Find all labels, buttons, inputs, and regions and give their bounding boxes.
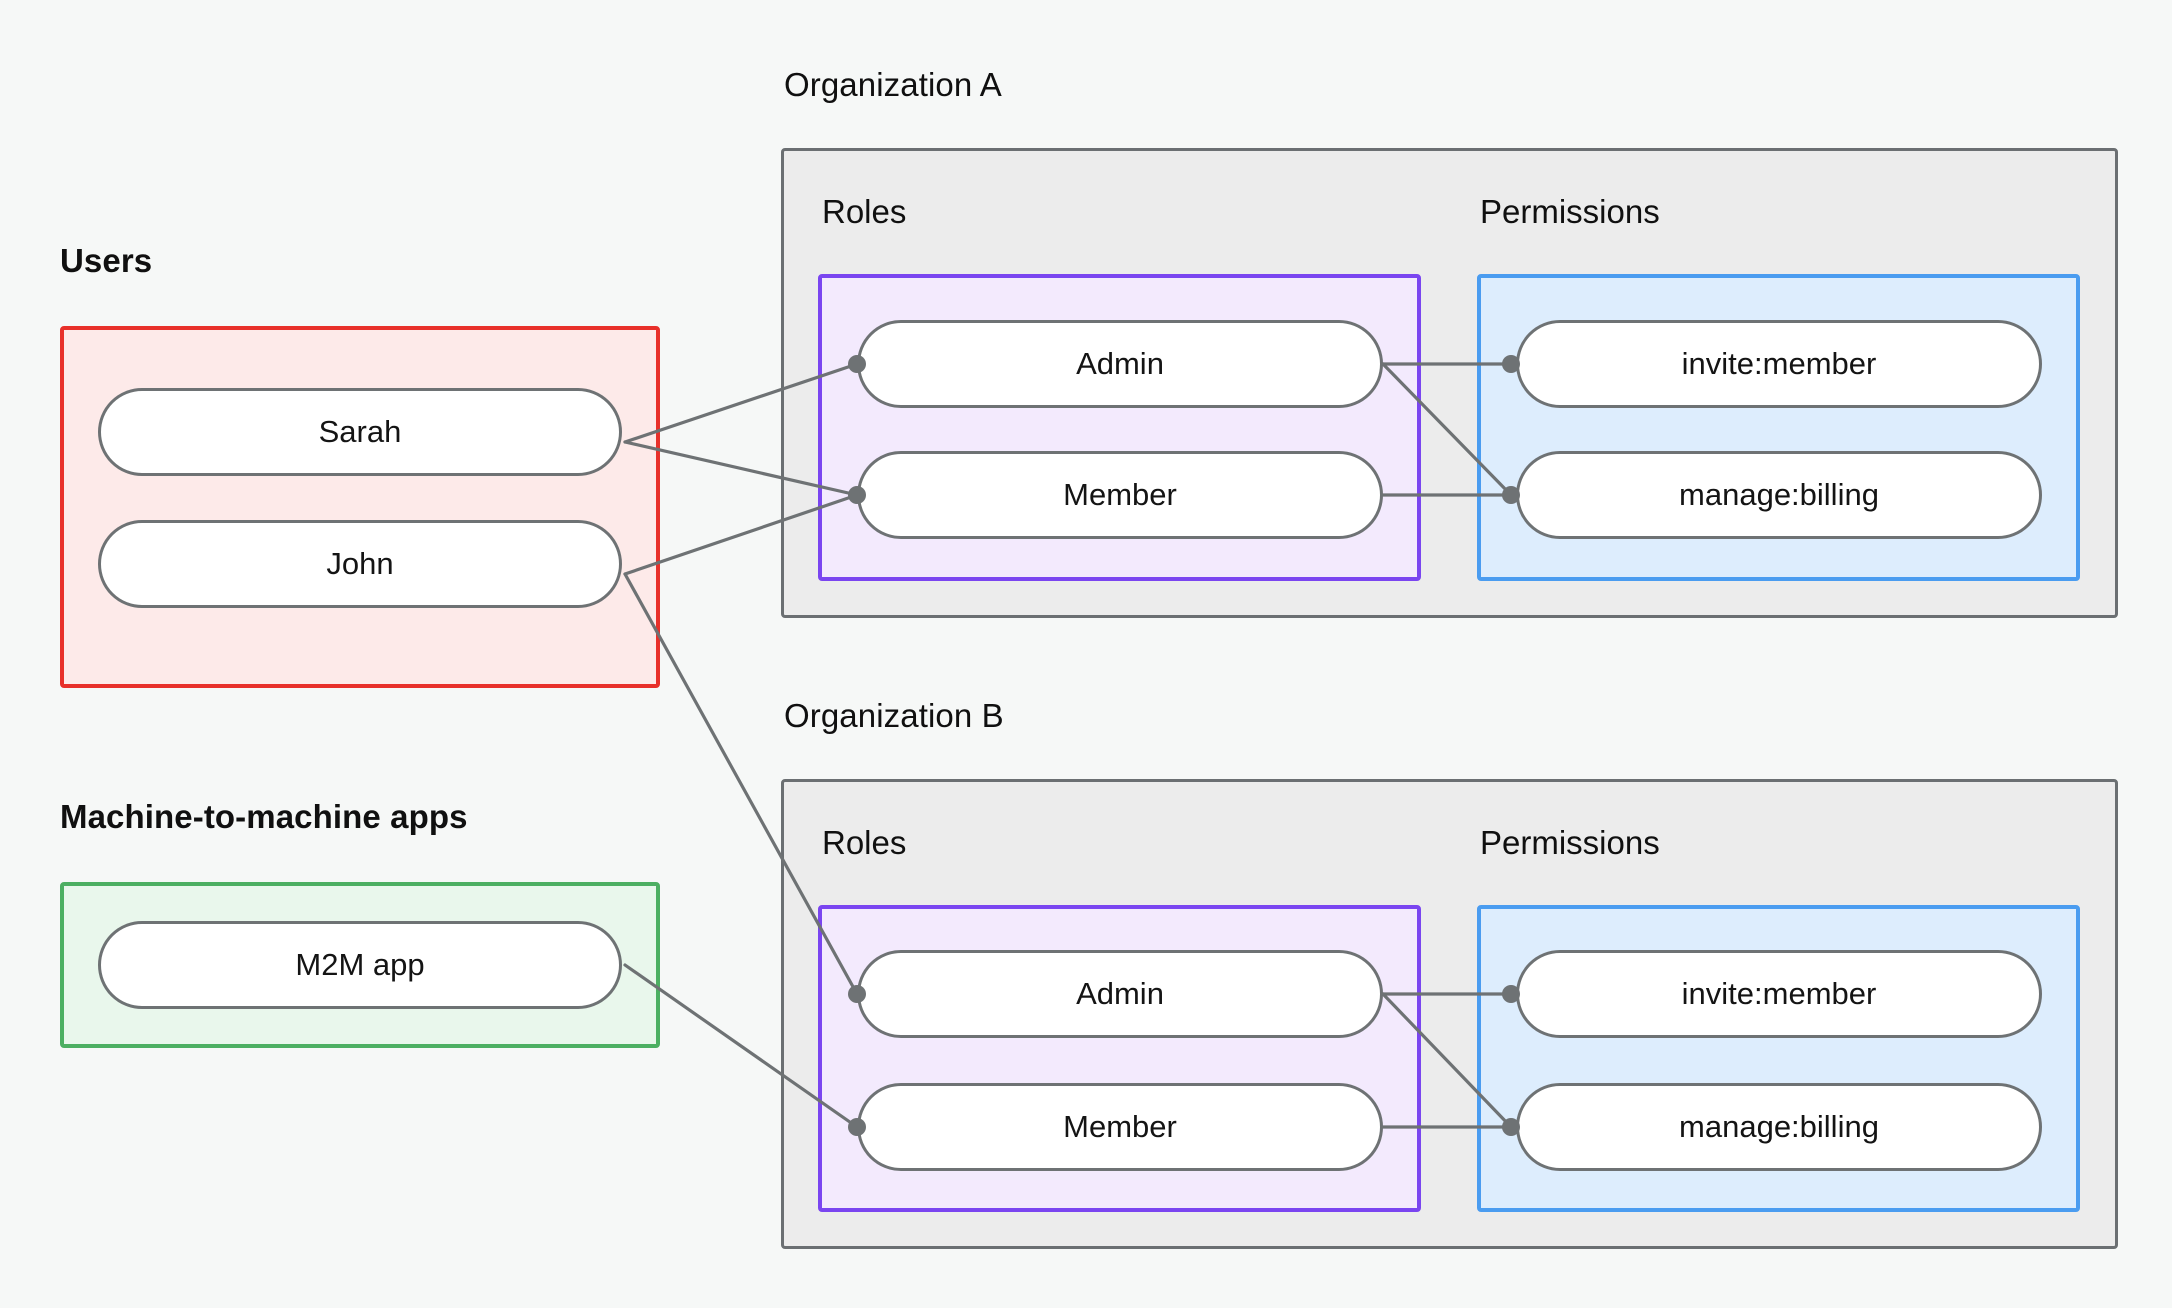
node-org-b-perm-invite-member[interactable]: invite:member	[1516, 950, 2042, 1038]
port-org-b-role-admin-in	[848, 985, 866, 1003]
node-org-a-perm-invite-member[interactable]: invite:member	[1516, 320, 2042, 408]
node-org-b-perm-manage-billing-label: manage:billing	[1679, 1109, 1879, 1144]
port-org-a-perm-invite-member-in	[1502, 355, 1520, 373]
port-org-a-role-admin-in	[848, 355, 866, 373]
node-user-sarah-label: Sarah	[318, 414, 402, 449]
port-org-b-perm-invite-member-in	[1502, 985, 1520, 1003]
m2m-section-title: Machine-to-machine apps	[60, 798, 468, 835]
node-org-a-perm-manage-billing[interactable]: manage:billing	[1516, 451, 2042, 539]
port-org-b-role-member-in	[848, 1118, 866, 1136]
org-a-roles-title: Roles	[822, 193, 907, 230]
org-a-permissions-title: Permissions	[1480, 193, 1660, 230]
node-m2m-app[interactable]: M2M app	[98, 921, 622, 1009]
org-b-title: Organization B	[784, 697, 1004, 734]
port-org-b-perm-manage-billing-in	[1502, 1118, 1520, 1136]
node-org-a-role-member-label: Member	[1063, 477, 1177, 512]
node-org-b-perm-manage-billing[interactable]: manage:billing	[1516, 1083, 2042, 1171]
node-user-john-label: John	[326, 546, 394, 581]
users-group-box	[60, 326, 660, 688]
users-section-title: Users	[60, 242, 153, 279]
port-org-a-role-member-in	[848, 486, 866, 504]
node-org-b-role-member[interactable]: Member	[857, 1083, 1383, 1171]
node-m2m-app-label: M2M app	[295, 947, 425, 982]
node-org-b-role-admin-label: Admin	[1076, 976, 1164, 1011]
node-org-a-role-member[interactable]: Member	[857, 451, 1383, 539]
port-org-a-perm-manage-billing-in	[1502, 486, 1520, 504]
org-b-roles-title: Roles	[822, 824, 907, 861]
node-user-john[interactable]: John	[98, 520, 622, 608]
node-org-b-role-admin[interactable]: Admin	[857, 950, 1383, 1038]
org-a-title: Organization A	[784, 66, 1002, 103]
node-org-a-perm-invite-member-label: invite:member	[1681, 346, 1877, 381]
org-b-permissions-title: Permissions	[1480, 824, 1660, 861]
node-org-a-perm-manage-billing-label: manage:billing	[1679, 477, 1879, 512]
node-org-a-role-admin[interactable]: Admin	[857, 320, 1383, 408]
node-org-b-perm-invite-member-label: invite:member	[1681, 976, 1877, 1011]
node-org-b-role-member-label: Member	[1063, 1109, 1177, 1144]
node-org-a-role-admin-label: Admin	[1076, 346, 1164, 381]
node-user-sarah[interactable]: Sarah	[98, 388, 622, 476]
